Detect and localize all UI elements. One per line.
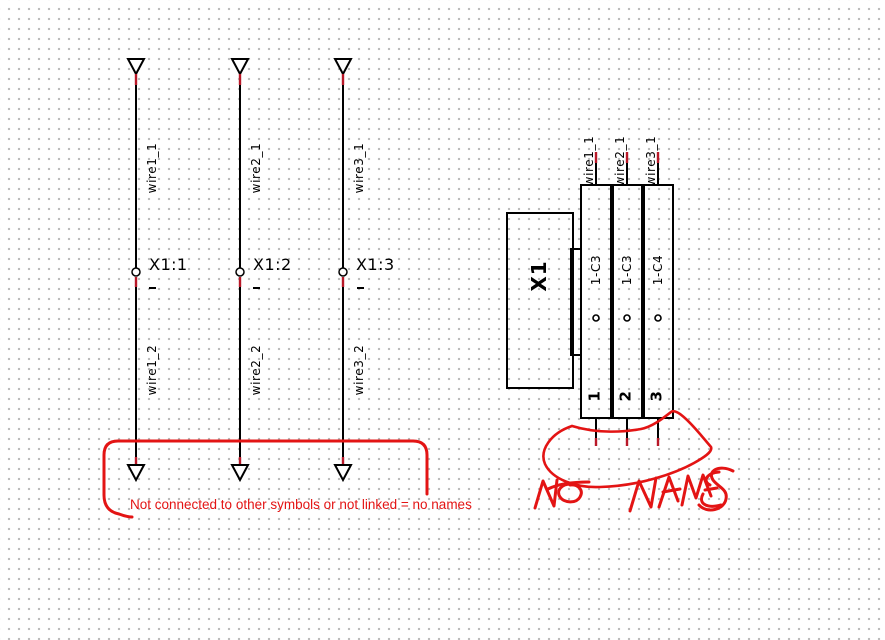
- handwritten-A: [657, 475, 680, 509]
- red-note-text: Not connected to other symbols or not li…: [130, 497, 472, 512]
- wire1-terminal-point[interactable]: [131, 267, 141, 277]
- wire-3[interactable]: [333, 58, 353, 483]
- terminal-block-body[interactable]: [506, 212, 574, 389]
- wire2-placeholder-dash: [253, 287, 260, 289]
- red-annotations: [102, 409, 735, 519]
- terminal-block[interactable]: [506, 152, 674, 446]
- col1-point: [592, 314, 600, 322]
- handwritten-N1: [533, 478, 559, 510]
- wire1-top-arrow-icon: [126, 58, 146, 77]
- wire3-top-arrow-icon: [333, 58, 353, 77]
- wire-1[interactable]: [126, 58, 146, 483]
- terminal-label-x1-3[interactable]: X1:3: [356, 255, 395, 274]
- wire3-top-label[interactable]: wire3_1: [352, 142, 366, 194]
- red-blob: [542, 409, 713, 489]
- wire3-bottom-label[interactable]: wire3_2: [352, 344, 366, 396]
- wire1-top-label[interactable]: wire1_1: [145, 142, 159, 194]
- col3-cable-label[interactable]: 1-C4: [651, 254, 665, 286]
- col3-number[interactable]: 3: [647, 390, 666, 402]
- handwritten-E: [700, 470, 723, 508]
- wire3-placeholder-dash: [357, 287, 364, 289]
- wire2-bottom-arrow-icon: [230, 464, 250, 483]
- col2-wire-label[interactable]: wire2_1: [613, 135, 627, 187]
- handwritten-N2: [628, 476, 658, 513]
- terminal-label-x1-1[interactable]: X1:1: [149, 255, 188, 274]
- wire2-bottom-label[interactable]: wire2_2: [249, 344, 263, 396]
- col2-cable-label[interactable]: 1-C3: [620, 254, 634, 286]
- col3-point: [654, 314, 662, 322]
- wire1-placeholder-dash: [149, 287, 156, 289]
- terminal-column-3[interactable]: [643, 184, 674, 419]
- wire1-bottom-arrow-icon: [126, 464, 146, 483]
- handwritten-O: [557, 482, 583, 504]
- col1-wire-label[interactable]: wire1_1: [582, 135, 596, 187]
- col2-number[interactable]: 2: [616, 390, 635, 402]
- wire2-terminal-point[interactable]: [235, 267, 245, 277]
- handwritten-text: NO NAMES: [535, 475, 663, 503]
- terminal-label-x1-2[interactable]: X1:2: [253, 255, 292, 274]
- wire1-bottom-label[interactable]: wire1_2: [145, 344, 159, 396]
- col1-number[interactable]: 1: [585, 390, 604, 402]
- terminal-column-2[interactable]: [612, 184, 643, 419]
- wire3-bottom-arrow-icon: [333, 464, 353, 483]
- wire2-top-arrow-icon: [230, 58, 250, 77]
- col2-point: [623, 314, 631, 322]
- handwritten-A-bar: [661, 487, 682, 494]
- handwritten-S: [697, 466, 735, 512]
- wire-2[interactable]: [230, 58, 250, 483]
- red-frame: [102, 439, 429, 519]
- col1-cable-label[interactable]: 1-C3: [589, 254, 603, 286]
- terminal-column-1[interactable]: [580, 184, 612, 419]
- col3-wire-label[interactable]: wire3_1: [644, 135, 658, 187]
- terminal-block-label[interactable]: X1: [527, 260, 551, 292]
- wire3-terminal-point[interactable]: [338, 267, 348, 277]
- wire2-top-label[interactable]: wire2_1: [249, 142, 263, 194]
